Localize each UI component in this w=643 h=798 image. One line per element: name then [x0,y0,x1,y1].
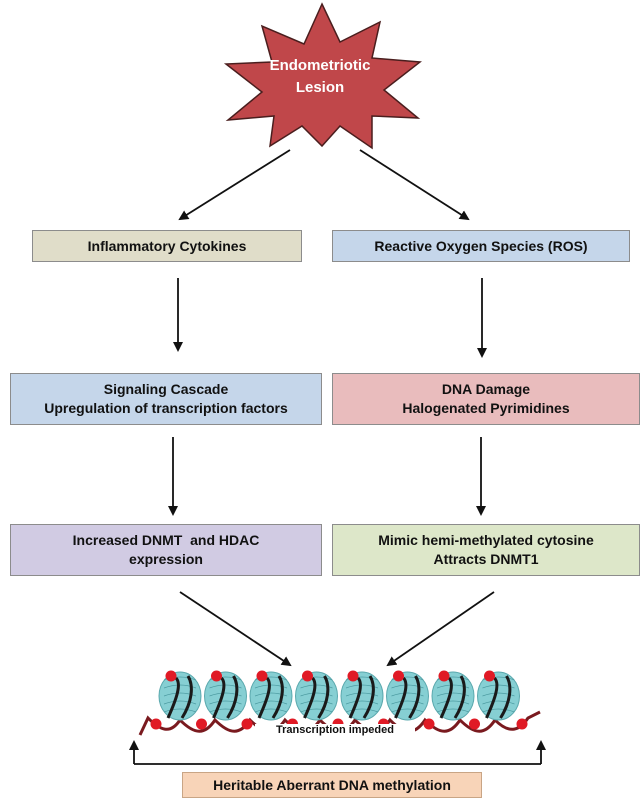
methyl-group [484,670,495,682]
dna-damage-line2: Halogenated Pyrimidines [402,400,570,416]
arrow-lesion-to-cytokines [178,149,291,221]
nucleosome [378,670,429,730]
mimic-box: Mimic hemi-methylated cytosine Attracts … [332,524,640,576]
methyl-group [196,718,207,730]
outcome-label: Heritable Aberrant DNA methylation [213,776,451,793]
lesion-burst-shape [223,2,422,150]
dna-damage-line1: DNA Damage [441,381,531,397]
methyl-group [211,670,222,682]
methyl-group [241,718,253,730]
outcome-box: Heritable Aberrant DNA methylation [182,772,482,798]
methyl-group [256,670,268,682]
cytokines-box: Inflammatory Cytokines [32,230,302,262]
mimic-line2: Attracts DNMT1 [433,551,539,567]
arrow-dnmt-to-chromatin [179,591,292,667]
methyl-group [150,718,162,730]
methyl-group [347,670,359,682]
nucleosome [241,670,293,730]
arrow-mimic-to-chromatin [386,591,495,667]
dnmt-hdac-box: Increased DNMT and HDAC expression [10,524,322,576]
mimic-line1: Mimic hemi-methylated cytosine [378,532,594,548]
lesion-label-line1: Endometriotic [269,57,371,74]
arrow-lesion-to-ros [359,149,470,221]
signaling-line1: Signaling Cascade [103,381,229,397]
ros-label: Reactive Oxygen Species (ROS) [374,237,588,254]
methyl-group [393,670,404,682]
ros-box: Reactive Oxygen Species (ROS) [332,230,630,262]
methyl-group [165,670,177,682]
nucleosome [469,670,520,730]
methyl-group [302,670,313,682]
dna-damage-box: DNA Damage Halogenated Pyrimidines [332,373,640,425]
cytokines-label: Inflammatory Cytokines [87,237,247,254]
nucleosome [196,670,247,730]
dnmt-hdac-line1: Increased DNMT and HDAC [72,532,260,548]
nucleosome [150,670,202,730]
signaling-box: Signaling Cascade Upregulation of transc… [10,373,322,425]
methyl-group [516,718,528,730]
methyl-group [469,718,480,730]
lesion-label: Endometriotic Lesion [230,55,410,99]
methyl-group [423,718,435,730]
signaling-line2: Upregulation of transcription factors [44,400,288,416]
nucleosome [423,670,475,730]
dnmt-hdac-line2: expression [129,551,203,567]
lesion-label-line2: Lesion [295,79,345,96]
transcription-label: Transcription impeded [255,724,415,736]
nucleosome [287,670,338,730]
methyl-group [438,670,450,682]
transcription-bracket [129,740,546,765]
